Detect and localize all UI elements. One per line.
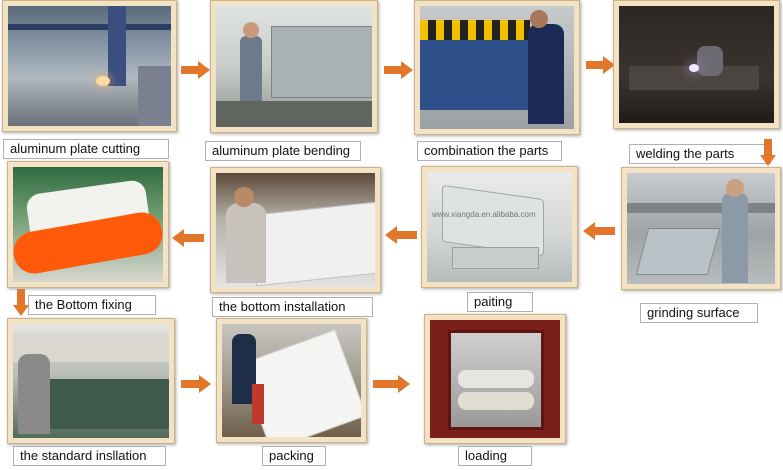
photo-frame bbox=[621, 167, 781, 290]
step-label: aluminum plate cutting bbox=[3, 139, 169, 159]
welding-photo bbox=[619, 6, 774, 123]
loading-photo bbox=[430, 320, 560, 438]
flow-arrow-right bbox=[586, 56, 615, 74]
flow-arrow-left bbox=[385, 226, 417, 244]
step-label: the standard insllation bbox=[13, 446, 166, 466]
combination-photo bbox=[420, 6, 574, 129]
photo-frame bbox=[613, 0, 780, 129]
standard-installation-photo bbox=[13, 324, 169, 438]
paiting-photo: www.xiangda.en.alibaba.com bbox=[427, 172, 572, 282]
flow-arrow-down bbox=[13, 289, 29, 316]
photo-frame bbox=[414, 0, 580, 135]
photo-frame bbox=[7, 161, 169, 288]
watermark: www.xiangda.en.alibaba.com bbox=[432, 210, 536, 219]
grinding-photo bbox=[627, 173, 775, 284]
photo-frame bbox=[424, 314, 566, 444]
flow-arrow-right bbox=[181, 375, 211, 393]
photo-frame bbox=[210, 167, 381, 293]
step-label: combination the parts bbox=[417, 141, 562, 161]
photo-frame bbox=[2, 0, 177, 132]
step-label: the Bottom fixing bbox=[28, 295, 156, 315]
flow-arrow-left bbox=[583, 222, 615, 240]
flow-arrow-right bbox=[373, 375, 410, 393]
step-label: grinding surface bbox=[640, 303, 758, 323]
photo-frame: www.xiangda.en.alibaba.com bbox=[421, 166, 578, 288]
flow-arrow-left bbox=[172, 229, 204, 247]
step-label: loading bbox=[458, 446, 532, 466]
bottom-fixing-photo bbox=[13, 167, 163, 282]
photo-frame bbox=[216, 318, 367, 443]
cutting-photo bbox=[8, 6, 171, 126]
step-label: the bottom installation bbox=[212, 297, 373, 317]
packing-photo bbox=[222, 324, 361, 437]
flow-arrow-right bbox=[384, 61, 413, 79]
step-label: welding the parts bbox=[629, 144, 771, 164]
step-label: aluminum plate bending bbox=[205, 141, 361, 161]
photo-frame bbox=[7, 318, 175, 444]
photo-frame bbox=[210, 0, 378, 133]
bending-photo bbox=[216, 6, 372, 127]
flow-arrow-down bbox=[760, 139, 776, 166]
bottom-installation-photo bbox=[216, 173, 375, 287]
flow-arrow-right bbox=[181, 61, 210, 79]
step-label: packing bbox=[262, 446, 326, 466]
step-label: paiting bbox=[467, 292, 533, 312]
